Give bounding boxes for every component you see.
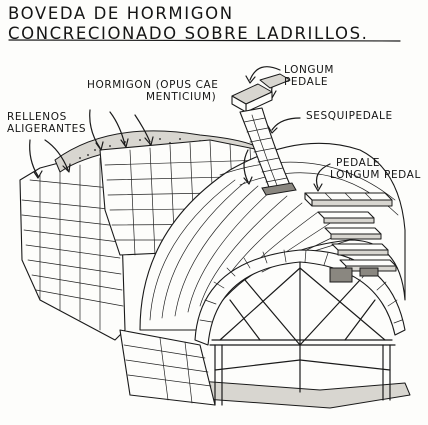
abutment-courses <box>123 337 212 404</box>
brick-detail-stepped <box>304 192 397 283</box>
label-longum: LONGUM <box>284 64 335 76</box>
barrel-shell <box>139 142 406 331</box>
title-line-1: BOVEDA DE HORMIGON <box>8 4 234 23</box>
label-rellenos: RELLENOS <box>7 111 67 123</box>
label-sesquipedale: SESQUIPEDALE <box>306 110 393 122</box>
leader-arrows <box>29 66 331 192</box>
label-longum-pedal: LONGUM PEDAL <box>330 169 421 181</box>
vault-drawing <box>19 130 411 409</box>
brick-detail-curved <box>231 73 297 196</box>
label-hormigon: HORMIGON (OPUS CAE <box>87 79 219 91</box>
title-underline <box>8 39 401 42</box>
label-aligerantes: ALIGERANTES <box>7 123 87 135</box>
left-abutment <box>119 329 216 406</box>
label-pedale-top: PEDALE <box>284 76 329 88</box>
timber-centering <box>209 261 396 406</box>
arch-ring-joints <box>199 249 403 324</box>
title-line-2: CONCRECIONADO SOBRE LADRILLOS. <box>8 24 369 43</box>
left-fill-courses <box>21 157 124 331</box>
arrow-rellenos-1 <box>29 139 39 177</box>
label-menticium: MENTICIUM) <box>146 91 217 103</box>
label-pedale: PEDALE <box>336 157 381 169</box>
